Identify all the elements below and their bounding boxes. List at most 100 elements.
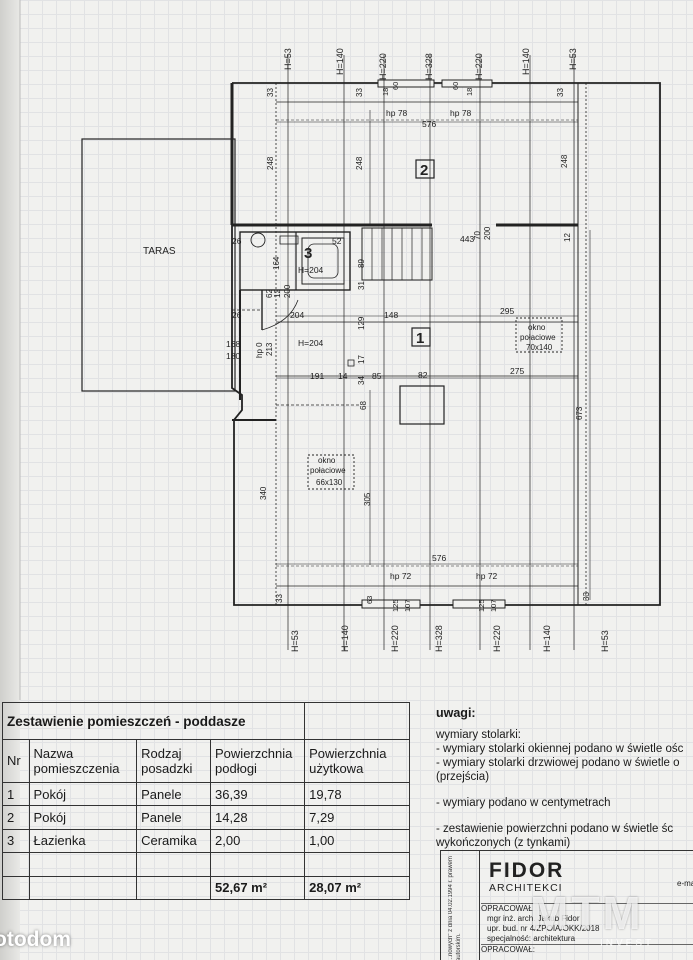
cell-floor-area: 14,28 [210,805,306,830]
brand-sub: ARCHITEKCI [489,882,563,894]
dimension: 191 [310,371,324,381]
terrace-outline [81,138,236,392]
stamp-side: ...nowych" z dnia 04.02.1994 r. prawem a… [441,851,480,960]
brand-logo: FIDOR [489,859,565,882]
sill-height: hp 78 [386,108,408,118]
height-label: H=140 [335,48,345,75]
sill-height: hp 0 [255,342,264,358]
dimension: 89 [357,259,366,268]
stamp-lines: OPRACOWAŁ mgr inż. arch. Jakub Fidor upr… [481,903,693,955]
dimension: 18 [381,88,390,96]
dimension: 305 [363,492,372,506]
room-number-2: 2 [420,162,428,179]
cell-nr: 1 [2,781,30,807]
dimension: 60 [391,82,400,90]
dimension: 576 [432,553,446,563]
title-block-stamp: ...nowych" z dnia 04.02.1994 r. prawem a… [440,850,693,960]
dimension: 204 [290,310,304,320]
dimension: 33 [266,88,275,97]
roof-window-label: okno [318,456,336,465]
note-line: - wymiary podano w centymetrach [436,797,611,809]
dimension: 248 [560,154,569,168]
dimension: 14 [338,371,348,381]
stamp-line: upr. bud. nr 4/ZPOIA/OKK/2018 [487,924,600,933]
height-label: H=53 [568,48,578,70]
stamp-line: specjalność: architektura [487,934,576,943]
dimension: 12 [273,289,282,298]
table-title: Zestawienie pomieszczeń - poddasze [1,702,306,740]
dimension: 275 [510,366,524,376]
dimension: 63 [365,596,374,604]
height-label: H=140 [542,625,552,652]
floor-plan: H=53 H=140 H=220 H=328 H=220 H=140 H=53 … [19,0,661,700]
terrace-label: TARAS [143,246,176,257]
dimension: 26 [232,236,242,246]
note-line: - wymiary stolarki drzwiowej podano w św… [436,757,680,769]
table-row: 3 Łazienka Ceramika 2,00 1,00 [2,828,410,854]
notes-block: uwagi: wymiary stolarki: - wymiary stola… [436,706,693,850]
cell-floor: Ceramika [136,828,212,854]
header-nr: Nr [2,739,30,783]
table-row: 1 Pokój Panele 36,39 19,78 [2,781,410,807]
dimension: 125 [477,599,486,612]
dimension: 200 [483,226,492,240]
sill-height: hp 78 [450,108,472,118]
dimension: 164 [272,256,281,270]
dimension: 70 [473,231,482,240]
dimension: 107 [403,599,412,612]
cell-nr: 3 [2,828,30,854]
cell-nr: 2 [2,805,30,830]
cell-name: Pokój [28,781,138,807]
dimension: 33 [275,594,284,603]
dimension: 33 [556,88,565,97]
cell-floor: Panele [136,805,212,830]
dimension: 18 [465,88,474,96]
cell-name: Łazienka [28,828,138,854]
dimension: 295 [500,306,514,316]
dimension: 82 [418,370,428,380]
header-name: Nazwa pomieszczenia [28,739,138,783]
notes-title: uwagi: [436,706,476,720]
total-usable-area: 28,07 m² [304,875,410,901]
height-label: H=140 [521,48,531,75]
room-schedule-table: Zestawienie pomieszczeń - poddasze Nr Na… [1,702,410,901]
dimension: 68 [359,401,368,410]
note-line: wykończonych (z tynkami) [436,837,571,849]
dimension: 340 [259,486,268,500]
outer-wall [231,82,661,606]
dimension: 213 [265,342,274,356]
height-label: H=140 [340,625,350,652]
height-label: H=220 [390,625,400,652]
stamp-line: mgr inż. arch. Jakub Fidor [487,914,580,923]
dimension: 33 [355,88,364,97]
total-floor-area: 52,67 m² [210,875,306,901]
height-label: H=220 [378,53,388,80]
dimension: 17 [357,355,366,364]
dimension: 12 [563,233,572,242]
header-floor-type: Rodzaj posadzki [136,739,212,783]
site-watermark: otodom [0,928,71,951]
roof-window-label: okno [528,323,546,332]
room-height: H=204 [298,338,324,348]
cell-usable-area: 19,78 [304,781,410,807]
roof-window-label: 66x130 [316,478,343,487]
cell-name: Pokój [28,805,138,830]
dimension: 168 [226,339,240,349]
dimension: 248 [355,156,364,170]
dimension: 52 [332,236,342,246]
height-label: H=328 [424,53,434,80]
watermark-sub: INVEST [600,938,655,949]
height-label: H=53 [283,48,293,70]
email-label: e-mai [677,879,693,888]
dimension: 248 [266,156,275,170]
roof-window-label: połaciowe [310,466,346,475]
height-label: H=220 [474,53,484,80]
height-label: H=53 [600,630,610,652]
roof-window-label: połaciowe [520,333,556,342]
cell-usable-area: 7,29 [304,805,410,830]
table-row-empty [2,852,410,877]
note-line: - zestawienie powierzchni podano w świet… [436,823,674,835]
dimension: 443 [460,234,474,244]
dimension: 33 [582,592,591,601]
